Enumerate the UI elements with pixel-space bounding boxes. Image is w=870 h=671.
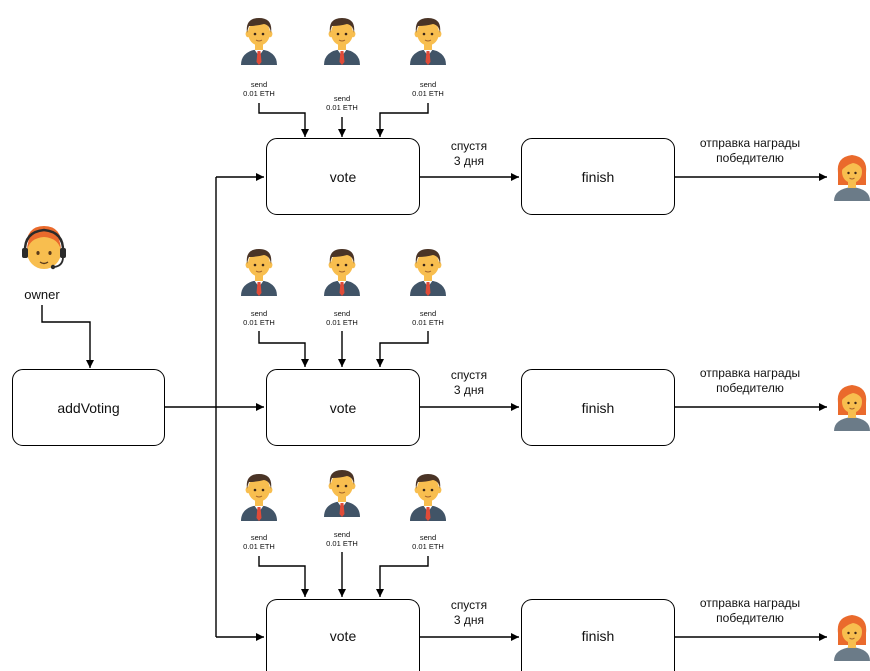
- voter-1-to-vote-2-connector: [258, 331, 309, 367]
- voter-3-to-vote-2-connector: [376, 331, 429, 367]
- businessman-icon: [410, 474, 446, 521]
- voter-1-to-vote-1-connector: [258, 103, 309, 137]
- businessman-icon: [241, 474, 277, 521]
- finish-node-2: finish: [521, 369, 675, 446]
- support-agent-icon: [22, 226, 66, 270]
- vote-node-1: vote: [266, 138, 420, 215]
- woman-icon: [834, 155, 870, 201]
- voter-1-to-vote-3-connector: [258, 556, 309, 597]
- finish-node-1: finish: [521, 138, 675, 215]
- vote-node-2: vote: [266, 369, 420, 446]
- vote-node-3: vote: [266, 599, 420, 671]
- businessman-icon: [410, 249, 446, 296]
- owner-to-addvoting-connector: [41, 305, 94, 368]
- businessman-icon: [324, 249, 360, 296]
- finish-node-3: finish: [521, 599, 675, 671]
- businessman-icon: [241, 249, 277, 296]
- add-voting-node: addVoting: [12, 369, 165, 446]
- owner-label: owner: [24, 287, 60, 302]
- voter-3-to-vote-1-connector: [376, 103, 429, 137]
- woman-icon: [834, 385, 870, 431]
- businessman-icon: [410, 18, 446, 65]
- woman-icon: [834, 615, 870, 661]
- businessman-icon: [241, 18, 277, 65]
- businessman-icon: [324, 18, 360, 65]
- voter-3-to-vote-3-connector: [376, 556, 429, 597]
- businessman-icon: [324, 470, 360, 517]
